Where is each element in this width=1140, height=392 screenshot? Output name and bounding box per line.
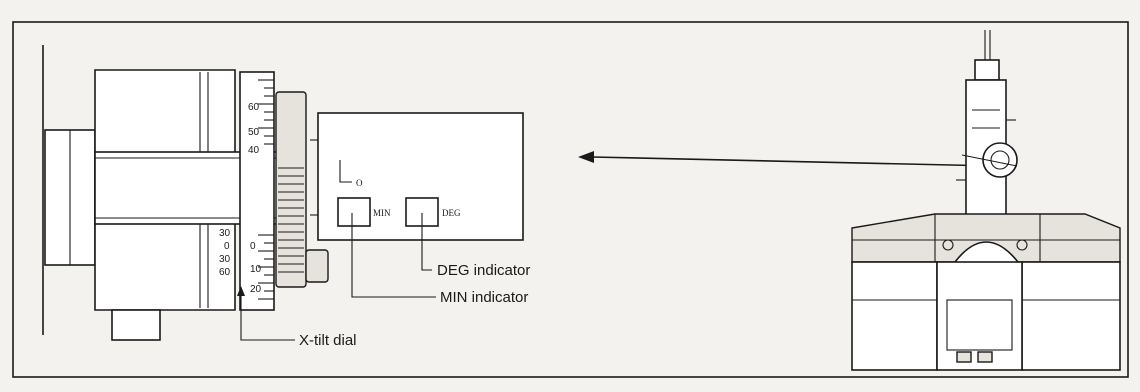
- scale-lower-left-30b: 30: [219, 254, 231, 265]
- figure-frame: [12, 21, 1129, 378]
- fine-knob: [305, 249, 329, 283]
- callout-leaders: [237, 213, 436, 341]
- deg-box-label: DEG: [442, 208, 461, 218]
- left-pedestal: [851, 261, 938, 371]
- microscope-illustration: [851, 30, 1121, 371]
- x-tilt-stage-assembly: 60 50 40 30 0 30 60 0 10 20: [42, 45, 524, 341]
- x-tilt-arrowhead: [237, 286, 245, 296]
- o-mark-label: O: [356, 178, 363, 188]
- scale-lower-left-60: 60: [219, 267, 231, 278]
- scale-lower-right-0: 0: [250, 241, 256, 252]
- o-mark-leader: [339, 160, 352, 183]
- bottom-stem: [111, 309, 161, 341]
- scale-lower-left-30a: 30: [219, 228, 231, 239]
- min-box-label: MIN: [373, 208, 391, 218]
- deg-indicator-leader: [421, 213, 432, 271]
- pointer-arrow: [578, 151, 997, 167]
- dial-knurling: [278, 167, 304, 273]
- goniometer-ring: [982, 142, 1018, 178]
- dial-scale-ticks: [258, 79, 274, 300]
- min-indicator-label: MIN indicator: [440, 289, 528, 306]
- x-tilt-dial-label: X-tilt dial: [299, 332, 357, 349]
- min-indicator-box: [337, 197, 371, 227]
- scale-lower-left-0: 0: [224, 241, 230, 252]
- scale-lower-right-10: 10: [250, 264, 262, 275]
- x-tilt-dial-leader: [240, 292, 295, 341]
- scale-upper-60: 60: [248, 102, 260, 113]
- right-pedestal: [1021, 261, 1121, 371]
- scale-upper-40: 40: [248, 145, 260, 156]
- deg-indicator-label: DEG indicator: [437, 262, 530, 279]
- min-indicator-leader: [351, 213, 436, 298]
- scale-lower-right-20: 20: [250, 284, 262, 295]
- dial-wheel: [275, 91, 307, 288]
- scale-upper-50: 50: [248, 127, 260, 138]
